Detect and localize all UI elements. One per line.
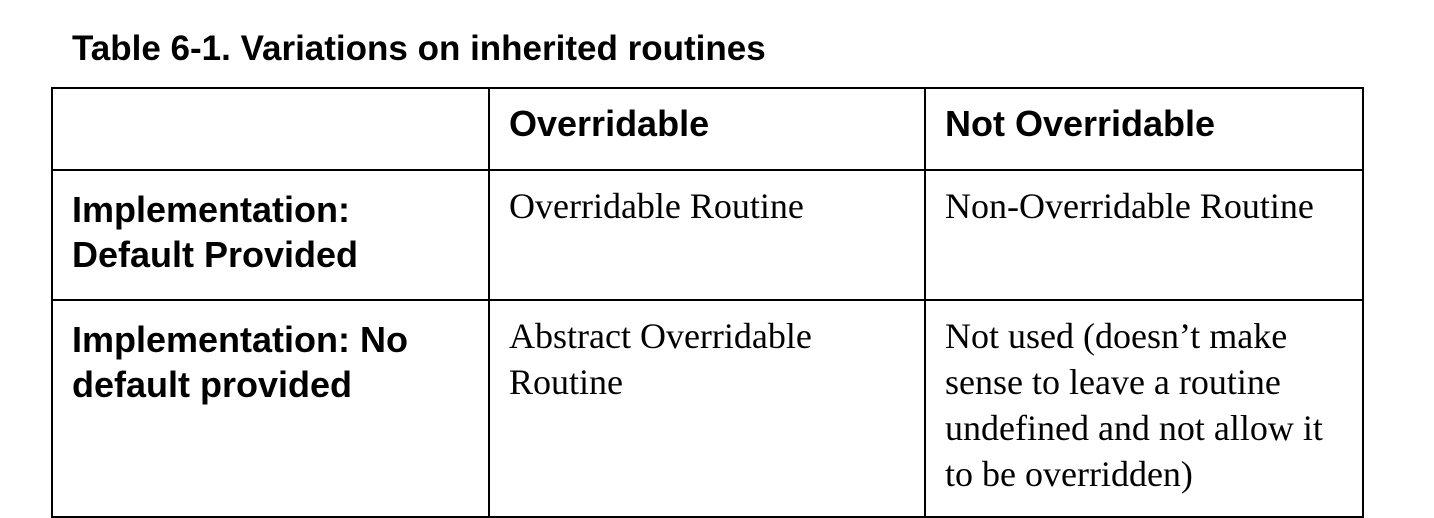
header-cell-empty bbox=[51, 87, 490, 171]
cell-abstract-overridable-routine: Abstract Overridable Routine bbox=[488, 299, 926, 518]
table-row: Implementation: Default Provided Overrid… bbox=[51, 169, 1364, 301]
table-header-row: Overridable Not Overridable bbox=[51, 87, 1364, 171]
row-header-default-provided: Implementation: Default Provided bbox=[51, 169, 490, 301]
table-row: Implementation: No default provided Abst… bbox=[51, 299, 1364, 518]
cell-non-overridable-routine: Non-Overridable Routine bbox=[924, 169, 1364, 301]
header-cell-overridable: Overridable bbox=[488, 87, 926, 171]
header-cell-not-overridable: Not Overridable bbox=[924, 87, 1364, 171]
variations-table: Overridable Not Overridable Implementati… bbox=[51, 87, 1364, 518]
table-caption: Table 6-1. Variations on inherited routi… bbox=[72, 29, 766, 68]
cell-not-used: Not used (doesn’t make sense to leave a … bbox=[924, 299, 1364, 518]
row-header-no-default: Implementation: No default provided bbox=[51, 299, 490, 518]
cell-overridable-routine: Overridable Routine bbox=[488, 169, 926, 301]
